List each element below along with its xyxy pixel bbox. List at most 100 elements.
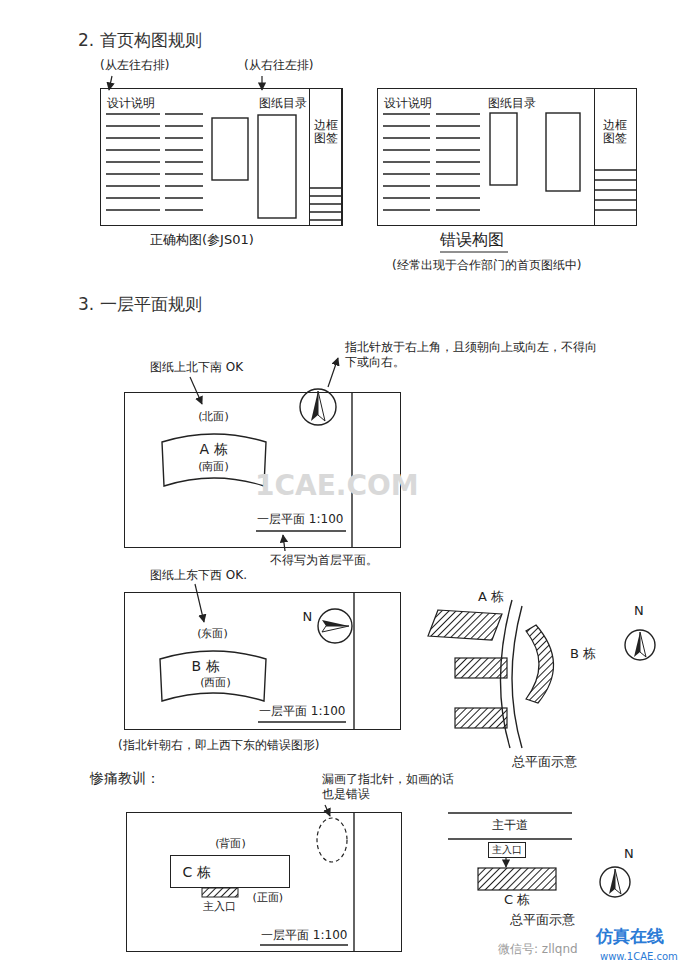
- building-outline: (背面)C 栋(正面): [170, 855, 290, 888]
- north-arrow: [322, 620, 349, 626]
- building-outline-text: (西面): [200, 677, 231, 690]
- figure-caption: 正确构图(参JS01): [150, 232, 254, 248]
- drawing-list-box: [212, 118, 248, 180]
- site-building: [428, 610, 502, 640]
- road-edge: [448, 813, 572, 839]
- north-arrow: [640, 632, 646, 657]
- floor-plan-sheet-text: 一层平面 1:100: [257, 513, 343, 527]
- north-arrow-text: N: [303, 610, 313, 625]
- drawing-sheet-text: 图纸目录: [259, 97, 307, 111]
- building-outline-text: (东面): [197, 628, 228, 641]
- north-arrow: [634, 632, 640, 657]
- caption-underline: [440, 251, 508, 252]
- building-outline: [160, 651, 266, 701]
- leader-arrow: [283, 535, 285, 551]
- drawing-sheet-text: 图纸目录: [488, 97, 536, 111]
- annotation: 图纸上北下南 OK: [150, 360, 243, 375]
- building-outline-text: (南面): [198, 461, 229, 474]
- watermark: 微信号: zllqnd: [498, 942, 578, 957]
- annotation: (从右往左排): [244, 58, 313, 73]
- north-arrow: [615, 869, 621, 894]
- leader-arrow: [190, 377, 202, 404]
- building-block: [455, 708, 507, 728]
- title-block-line: [353, 812, 354, 952]
- title-block-strip-text: 边框图签: [603, 119, 629, 147]
- leader-arrow: [325, 805, 330, 816]
- building-outline: (东面)B 栋(西面): [158, 645, 268, 703]
- road-curve: [500, 600, 512, 748]
- text-lines: [165, 114, 203, 210]
- north-arrow: [322, 626, 349, 632]
- north-label: N: [634, 603, 644, 619]
- north-arrow: N: [317, 608, 353, 644]
- floor-plan-sheet-text: 一层平面 1:100: [259, 705, 345, 719]
- building-outline-text: C 栋: [183, 864, 211, 880]
- annotation: 漏画了指北针，如画的话也是错误: [322, 772, 457, 802]
- north-arrow-circle: [625, 630, 655, 660]
- title-block-line: [353, 592, 354, 730]
- annotation: (从左往右排): [100, 58, 169, 73]
- site-building: [478, 868, 556, 890]
- figure-caption: 总平面示意: [512, 754, 577, 770]
- site-building-outline: [526, 625, 566, 703]
- north-arrow-circle: [600, 867, 630, 897]
- section-heading: 3. 一层平面规则: [78, 294, 202, 315]
- site-building: B 栋: [526, 625, 566, 703]
- annotation: 惨痛教训：: [90, 770, 160, 788]
- site-building: [526, 625, 554, 703]
- annotation: 不得写为首层平面。: [270, 553, 378, 568]
- figure-caption: 总平面示意: [510, 912, 575, 928]
- north-arrow: [609, 869, 615, 894]
- figure-caption: 错误构图: [440, 230, 504, 250]
- entrance-label: 主入口: [203, 900, 236, 914]
- building-outline-outline: [160, 428, 268, 488]
- title-underline: [258, 721, 346, 722]
- site-building: A 栋: [428, 610, 502, 640]
- text-lines: [436, 114, 480, 210]
- site-building-text: B 栋: [570, 647, 596, 662]
- text-lines: [106, 114, 160, 210]
- title-underline: [260, 944, 348, 945]
- drawing-list-box: [490, 113, 517, 185]
- title-block-strip-text: 边框图签: [314, 119, 339, 147]
- building-block: [455, 658, 507, 678]
- floor-plan-sheet-text: 一层平面 1:100: [261, 929, 347, 943]
- main-road: 主干道: [448, 812, 572, 840]
- floor-plan-sheet: 一层平面 1:100 (东面) B 栋 (西面) N: [124, 592, 401, 730]
- text-lines: [383, 114, 430, 210]
- title-block-strip: 边框图签: [309, 88, 343, 226]
- drawing-list-box: [258, 115, 296, 218]
- figure-note: (经常出现于合作部门的首页图纸中): [392, 258, 581, 273]
- annotation: 指北针放于右上角，且须朝向上或向左，不得向下或向右。: [345, 340, 600, 370]
- entrance-box-text: 主入口: [492, 844, 522, 856]
- building-outline-text: B 栋: [191, 658, 219, 674]
- title-block-lines: [309, 188, 342, 220]
- main-road-text: 主干道: [492, 819, 528, 833]
- annotation: 图纸上东下西 OK.: [150, 568, 247, 583]
- site-building-text: A 栋: [478, 590, 504, 605]
- drawing-list-box: [546, 113, 580, 191]
- building-outline-text: (正面): [253, 892, 284, 905]
- title-block-lines: [594, 170, 637, 210]
- floor-plan-sheet: 一层平面 1:100 (背面)C 栋(正面): [126, 812, 402, 952]
- north-arrow: [311, 391, 318, 421]
- entrance-mark: [202, 888, 238, 897]
- site-building-outline: [428, 610, 502, 640]
- text-lines: [106, 114, 342, 220]
- north-label: N: [624, 846, 634, 862]
- site-building: C 栋: [478, 868, 556, 890]
- drawing-sheet: 设计说明图纸目录边框图签: [100, 88, 342, 226]
- building-outline: [162, 434, 266, 486]
- road-curve: [512, 606, 522, 748]
- watermark: 1CAE.COM: [255, 468, 419, 503]
- watermark: www.1CAE.com: [600, 951, 678, 964]
- north-arrow-outline: [317, 608, 353, 644]
- drawing-sheet: 设计说明图纸目录边框图签: [377, 88, 637, 226]
- entrance-arrow: [505, 858, 506, 867]
- building-outline: (北面)A 栋(南面): [160, 428, 268, 488]
- leader-arrow: [195, 584, 204, 622]
- figure-note: (指北针朝右，即上西下东的错误图形): [118, 738, 319, 753]
- north-arrow-circle: [300, 389, 336, 425]
